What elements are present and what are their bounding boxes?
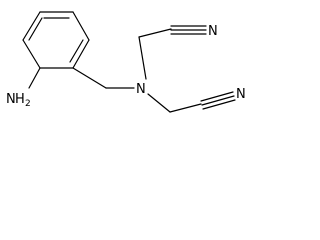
upper-nitrile-n-label: N bbox=[208, 24, 218, 39]
ring-bond bbox=[72, 39, 90, 69]
tertiary-n-label: N bbox=[136, 82, 146, 97]
triple-bond-line bbox=[201, 95, 235, 106]
ring-bond bbox=[22, 39, 41, 69]
molecule-drawing: N H 2 N N N bbox=[6, 11, 246, 113]
n-to-upper-ch2-bond bbox=[138, 36, 147, 80]
benzene-ring bbox=[22, 11, 90, 69]
ring-double-bond bbox=[69, 39, 84, 63]
benzyl-ch2-bond bbox=[72, 67, 107, 89]
triple-bond-line bbox=[202, 99, 236, 110]
structure-canvas: N H 2 N N N bbox=[6, 11, 246, 113]
amine-bond bbox=[28, 67, 41, 89]
upper-ch2-to-nitrile-bond bbox=[138, 28, 172, 38]
lower-nitrile-triple-bond bbox=[200, 91, 236, 110]
triple-bond-line bbox=[200, 91, 234, 102]
ring-double-bond bbox=[28, 17, 43, 41]
lower-ch2-to-nitrile-bond bbox=[169, 103, 202, 113]
upper-nitrile-triple-bond bbox=[170, 25, 207, 35]
ring-bond bbox=[72, 11, 90, 41]
atom-labels: N H 2 N N N bbox=[6, 24, 246, 109]
amine-h-label: H bbox=[15, 92, 25, 107]
side-chain-bonds bbox=[28, 28, 202, 113]
lower-nitrile-n-label: N bbox=[236, 87, 246, 102]
amine-n-label: N bbox=[6, 92, 16, 107]
n-to-lower-ch2-bond bbox=[147, 93, 171, 113]
ring-bond bbox=[22, 11, 41, 41]
amine-h-count: 2 bbox=[25, 99, 31, 109]
